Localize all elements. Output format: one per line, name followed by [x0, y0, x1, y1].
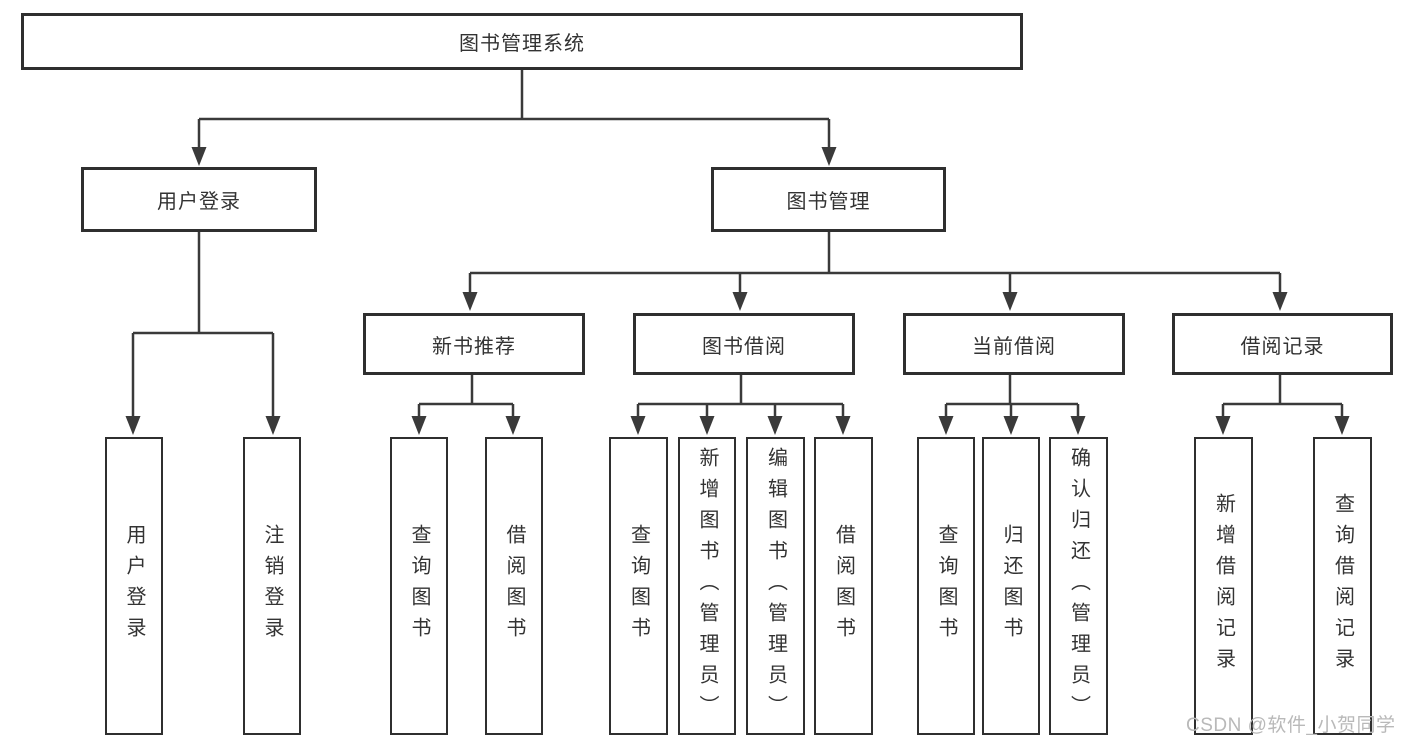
- connector-new-book-recommend-to-leaves: [411, 375, 521, 435]
- node-borrow-records: 借阅记录: [1172, 313, 1393, 375]
- leaf-query-books-newrec: 查询图书: [390, 437, 448, 735]
- node-current-borrow: 当前借阅: [903, 313, 1125, 375]
- leaf-add-borrow-record: 新增借阅记录: [1194, 437, 1253, 735]
- connector-book-borrow-to-leaves: [630, 375, 851, 435]
- leaf-confirm-return-admin: 确认归还（管理员）: [1049, 437, 1108, 735]
- node-book-borrow: 图书借阅: [633, 313, 855, 375]
- node-book-management-branch: 图书管理: [711, 167, 946, 232]
- csdn-watermark: CSDN @软件_小贺同学: [1186, 715, 1396, 736]
- connector-user-login-to-leaves: [125, 232, 281, 435]
- node-new-book-recommend: 新书推荐: [363, 313, 585, 375]
- leaf-logout: 注销登录: [243, 437, 301, 735]
- leaf-borrow-books-newrec: 借阅图书: [485, 437, 543, 735]
- leaf-borrow-books: 借阅图书: [814, 437, 873, 735]
- leaf-edit-books-admin: 编辑图书（管理员）: [746, 437, 805, 735]
- connector-book-management-to-level3: [462, 232, 1288, 311]
- leaf-query-borrow-record: 查询借阅记录: [1313, 437, 1372, 735]
- node-user-login-branch: 用户登录: [81, 167, 317, 232]
- leaf-query-books-current: 查询图书: [917, 437, 975, 735]
- connector-root-to-level2: [191, 69, 837, 166]
- leaf-return-books: 归还图书: [982, 437, 1040, 735]
- leaf-user-login: 用户登录: [105, 437, 163, 735]
- connector-current-borrow-to-leaves: [938, 375, 1086, 435]
- leaf-add-books-admin: 新增图书（管理员）: [678, 437, 736, 735]
- connector-borrow-records-to-leaves: [1215, 375, 1350, 435]
- leaf-query-books-borrow: 查询图书: [609, 437, 668, 735]
- node-library-management-system: 图书管理系统: [21, 13, 1023, 70]
